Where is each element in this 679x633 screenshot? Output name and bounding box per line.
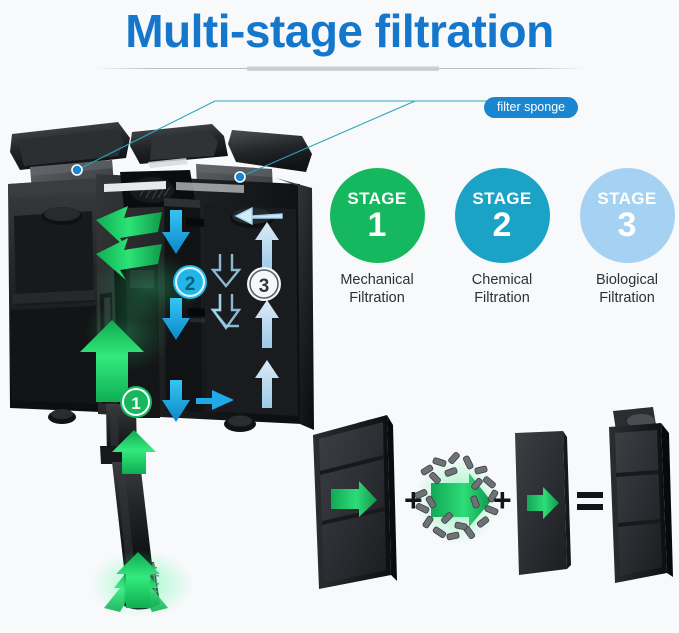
stage-number-1: 1 xyxy=(367,205,387,244)
stage2-down-arrows xyxy=(162,210,190,422)
svg-text:3: 3 xyxy=(259,276,270,297)
intake-suction-arrows xyxy=(104,552,168,612)
divider-thick-rule xyxy=(247,66,439,71)
stage-circle-icon-3: STAGE 3 xyxy=(579,168,675,263)
stage-circle-icon-1: STAGE 1 xyxy=(329,168,425,263)
title-band: Multi-stage filtration xyxy=(0,0,679,62)
eq-item-assembled-cartridge xyxy=(609,407,673,583)
stage-caption-1-line2: Filtration xyxy=(349,289,405,306)
eq-arrow-1 xyxy=(331,481,377,517)
stage-caption-3: Biological Filtration xyxy=(596,272,658,307)
stage-caption-2-line1: Chemical xyxy=(471,272,533,288)
stage-number-2: 2 xyxy=(492,205,512,244)
product-illustration: 1 2 3 xyxy=(0,112,330,633)
eq-item-carbon-pad xyxy=(515,431,571,575)
stage-word-2: STAGE xyxy=(472,188,532,208)
svg-text:1: 1 xyxy=(131,394,140,413)
eq-item-bio-ceramic-rings xyxy=(414,451,499,545)
stage-card-1[interactable]: STAGE 1 Mechanical Filtration xyxy=(325,168,429,307)
title-divider xyxy=(95,66,585,71)
filter-cutaway-svg: 1 2 3 xyxy=(8,122,314,618)
stage-circle-icon-2: STAGE 2 xyxy=(454,168,550,263)
eq-item-filter-cartridge-sponge xyxy=(313,415,397,589)
overflow-arrow-lower xyxy=(96,238,162,280)
stage3-up-arrows xyxy=(255,222,279,408)
eq-operator-equals xyxy=(577,492,603,510)
stage-caption-3-line1: Biological xyxy=(595,272,659,288)
body-upflow-arrow xyxy=(80,320,144,402)
bottom-blue-right-arrow xyxy=(196,390,234,410)
svg-text:2: 2 xyxy=(185,274,196,295)
media-equation-svg: + xyxy=(313,407,673,589)
filter-sponge-label[interactable]: filter sponge xyxy=(484,97,579,118)
stage-caption-2: Chemical Filtration xyxy=(472,272,532,307)
page-title: Multi-stage filtration xyxy=(125,5,554,57)
stage-word-3: STAGE xyxy=(597,188,657,208)
stage-card-3[interactable]: STAGE 3 Biological Filtration xyxy=(575,168,679,307)
stage-caption-2-line2: Filtration xyxy=(474,289,530,306)
stage3-inlet-arrow xyxy=(234,206,283,226)
flow-marker-2: 2 xyxy=(173,265,207,299)
eq-operator-plus-2: + xyxy=(493,482,512,518)
stage-caption-3-line2: Filtration xyxy=(599,289,655,306)
media-equation: + xyxy=(305,405,679,600)
stage-row: STAGE 1 Mechanical Filtration STAGE 2 Ch… xyxy=(325,168,679,307)
stage-card-2[interactable]: STAGE 2 Chemical Filtration xyxy=(450,168,554,307)
stage-caption-1: Mechanical Filtration xyxy=(340,272,413,307)
flow-marker-1: 1 xyxy=(120,386,152,418)
stage-number-3: 3 xyxy=(617,205,637,244)
stage-word-1: STAGE xyxy=(347,188,407,208)
eq-arrow-3 xyxy=(527,487,559,519)
stage-caption-1-line1: Mechanical xyxy=(340,272,414,288)
overflow-arrow-upper xyxy=(96,206,162,248)
flow-marker-3: 3 xyxy=(247,267,281,301)
tube-upflow-arrow xyxy=(112,430,156,474)
